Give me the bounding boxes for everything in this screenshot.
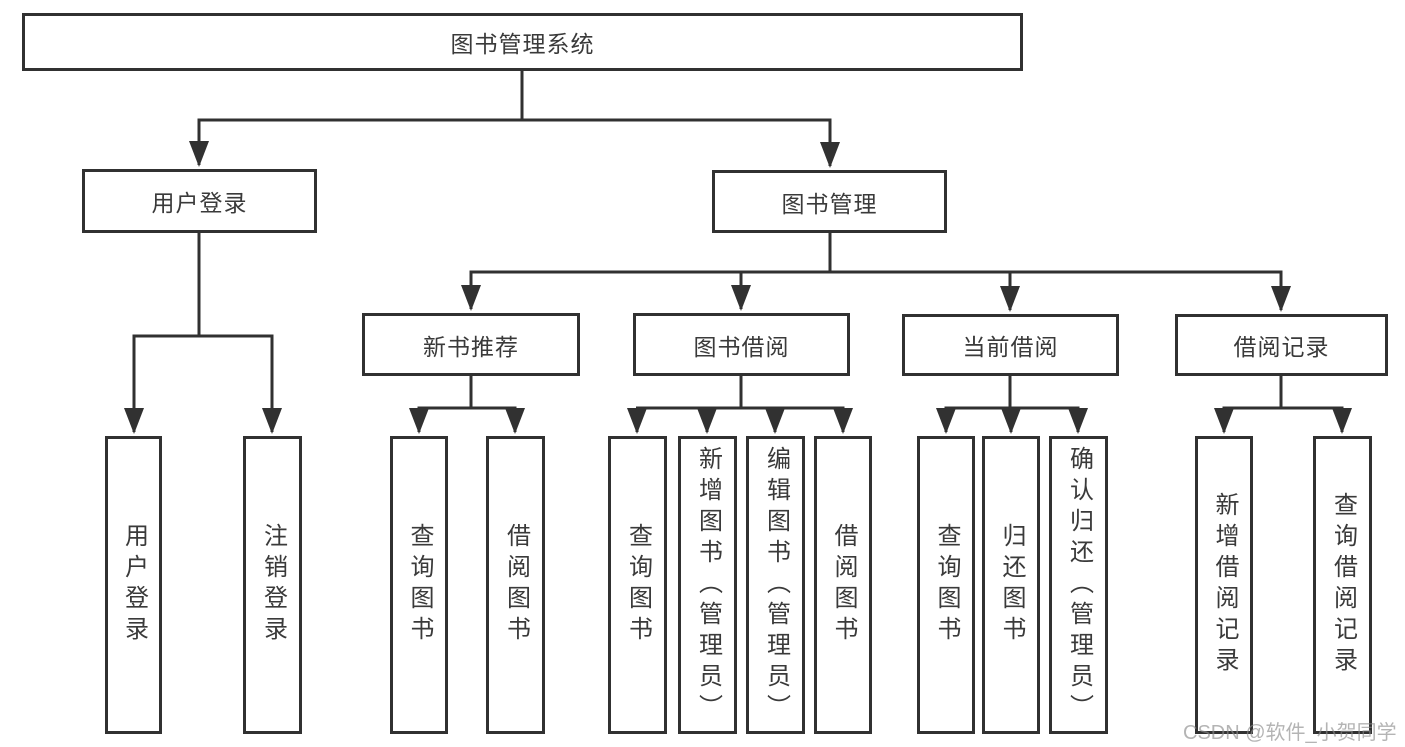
connector-book-mgmt-to-level2 [461, 233, 1291, 312]
node-label: 编辑图书（管理员） [762, 445, 790, 725]
node-label: 注销登录 [259, 523, 287, 647]
node-user-login: 用户登录 [82, 169, 317, 233]
node-label: 查询图书 [624, 523, 652, 647]
node-label: 借阅记录 [1233, 334, 1330, 360]
node-label: 图书借阅 [693, 333, 790, 360]
leaf-query-books: 查询图书 [608, 436, 667, 734]
node-label: 图书管理 [781, 190, 878, 217]
connector-root-to-level1 [189, 71, 840, 168]
node-book-management: 图书管理 [712, 170, 947, 233]
leaf-add-books-admin: 新增图书（管理员） [678, 436, 737, 734]
leaf-logout: 注销登录 [243, 436, 302, 734]
node-label: 用户登录 [151, 190, 248, 216]
node-new-book-recommend: 新书推荐 [362, 313, 580, 376]
leaf-add-borrow-record: 新增借阅记录 [1195, 436, 1253, 734]
leaf-user-login: 用户登录 [105, 436, 162, 734]
node-label: 新增图书（管理员） [694, 445, 722, 725]
node-label: 新书推荐 [423, 333, 519, 360]
leaf-query-borrow-record: 查询借阅记录 [1313, 436, 1372, 734]
leaf-return-books: 归还图书 [982, 436, 1040, 734]
node-label: 查询图书 [406, 523, 433, 647]
connector-book-borrow-to-leaves [627, 376, 853, 434]
leaf-confirm-return-admin: 确认归还（管理员） [1049, 436, 1108, 734]
node-library-management-system: 图书管理系统 [22, 13, 1023, 71]
node-current-borrowing: 当前借阅 [902, 314, 1119, 376]
node-book-borrowing: 图书借阅 [633, 313, 850, 376]
node-label: 查询借阅记录 [1329, 492, 1357, 678]
node-label: 确认归还（管理员） [1065, 445, 1093, 725]
leaf-query-books-current: 查询图书 [917, 436, 975, 734]
node-label: 新增借阅记录 [1211, 492, 1238, 678]
leaf-borrow-books-recommend: 借阅图书 [486, 436, 545, 734]
leaf-borrow-books: 借阅图书 [814, 436, 872, 734]
leaf-query-books-recommend: 查询图书 [390, 436, 448, 734]
node-label: 当前借阅 [962, 334, 1059, 360]
connector-user-login-to-leaves [124, 233, 282, 434]
connector-current-borrow-to-leaves [936, 376, 1088, 434]
node-label: 查询图书 [933, 523, 960, 647]
csdn-watermark: CSDN @软件_小贺同学 [1183, 722, 1397, 744]
connector-new-book-rec-to-leaves [409, 376, 525, 434]
connector-borrow-records-to-leaves [1214, 376, 1352, 434]
node-label: 借阅图书 [830, 523, 857, 647]
node-borrowing-records: 借阅记录 [1175, 314, 1388, 376]
leaf-edit-books-admin: 编辑图书（管理员） [746, 436, 805, 734]
node-label: 归还图书 [998, 523, 1025, 647]
node-label: 用户登录 [120, 523, 148, 647]
node-label: 图书管理系统 [450, 31, 595, 57]
node-label: 借阅图书 [502, 523, 530, 647]
